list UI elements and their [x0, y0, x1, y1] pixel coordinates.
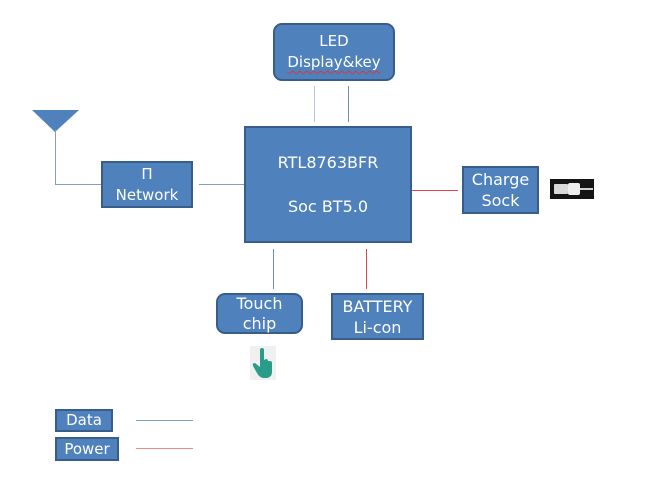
touch-chip-block: Touch chip [216, 293, 303, 334]
pi-network-label: Network [115, 185, 179, 204]
soc-touch-data-line [273, 249, 274, 289]
legend-power-label: Power [55, 437, 119, 461]
soc-block: RTL8763BFR Soc BT5.0 [244, 126, 412, 243]
touch-hand-icon [250, 346, 276, 380]
led-label-line2: Display&key [287, 53, 381, 71]
antenna-stem-line [55, 130, 56, 185]
battery-block: BATTERY Li-con [331, 293, 424, 340]
led-soc-data-line-1 [314, 86, 315, 122]
charge-label-line1: Charge [471, 170, 530, 189]
usb-cable-icon [550, 179, 594, 199]
soc-description: Soc BT5.0 [287, 196, 369, 216]
charge-label-line2: Sock [481, 191, 520, 210]
antenna-icon [32, 110, 79, 132]
legend-power-text: Power [64, 439, 110, 458]
soc-battery-power-line [366, 249, 367, 289]
soc-part-number: RTL8763BFR [277, 152, 379, 172]
pi-soc-data-line [199, 184, 244, 185]
touch-label-line2: chip [242, 313, 277, 333]
legend-data-text: Data [66, 411, 102, 429]
charge-sock-block: Charge Sock [462, 166, 539, 214]
touch-label-line1: Touch [236, 293, 283, 313]
battery-label-line1: BATTERY [342, 296, 413, 316]
legend-data-label: Data [55, 409, 113, 432]
led-soc-data-line-2 [348, 86, 349, 122]
antenna-to-pi-line [55, 184, 101, 185]
led-display-key-block: LED Display&key [273, 23, 395, 81]
legend-data-line [136, 420, 193, 421]
pi-network-block: Π Network [101, 161, 193, 208]
pi-symbol: Π [141, 164, 153, 183]
soc-charge-power-line [412, 190, 458, 191]
legend-power-line [136, 448, 193, 449]
led-label-line1: LED [319, 32, 349, 50]
battery-label-line2: Li-con [353, 317, 402, 337]
